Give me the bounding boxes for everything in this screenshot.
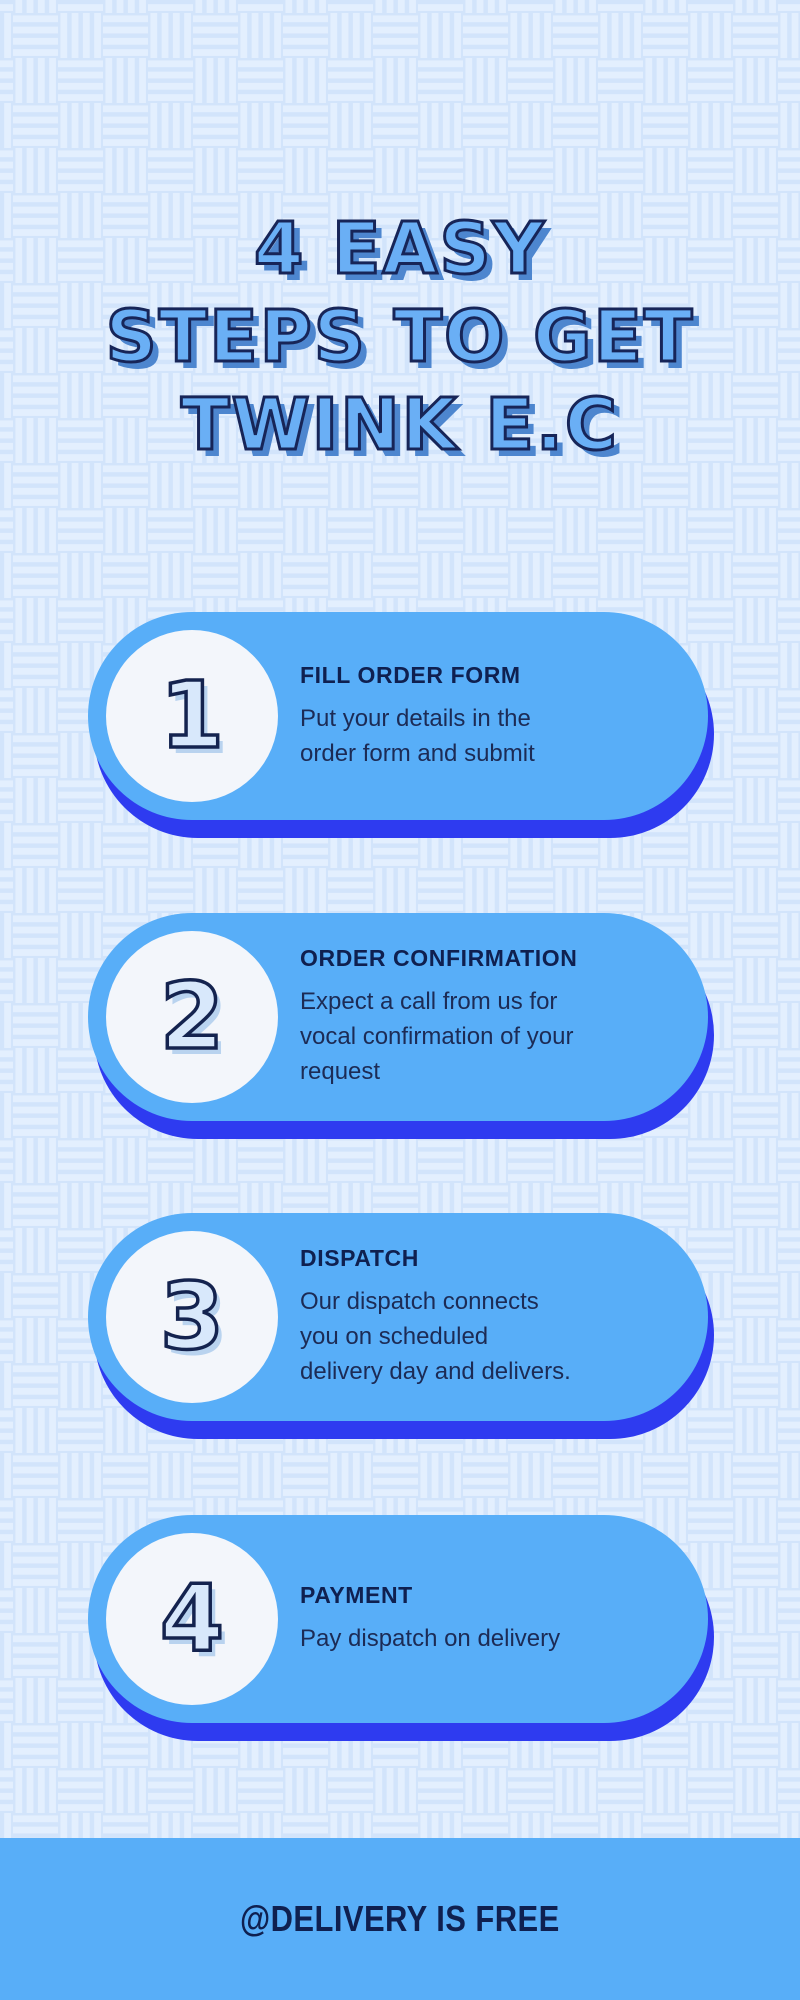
step-1-number: 1 — [158, 662, 226, 769]
step-3-description: Our dispatch connects you on scheduled d… — [300, 1288, 571, 1385]
step-4-text: PAYMENT Pay dispatch on delivery — [300, 1515, 678, 1723]
step-3-text: DISPATCH Our dispatch connects you on sc… — [300, 1213, 678, 1421]
step-4-number: 4 — [158, 1565, 226, 1672]
footer-note: @DELIVERY IS FREE — [240, 1898, 560, 1939]
footer-band: @DELIVERY IS FREE — [0, 1838, 800, 2000]
step-card-3: 3 DISPATCH Our dispatch connects you on … — [88, 1213, 708, 1421]
step-3-number-circle: 3 — [106, 1231, 278, 1403]
step-1-description: Put your details in the order form and s… — [300, 704, 535, 767]
step-4-description: Pay dispatch on delivery — [300, 1625, 561, 1652]
step-card-4: 4 PAYMENT Pay dispatch on delivery — [88, 1515, 708, 1723]
step-2-heading: ORDER CONFIRMATION — [300, 945, 578, 971]
step-card-2: 2 ORDER CONFIRMATION Expect a call from … — [88, 913, 708, 1121]
step-2-number-circle: 2 — [106, 931, 278, 1103]
step-1-heading: FILL ORDER FORM — [300, 661, 521, 688]
step-2-number: 2 — [158, 963, 226, 1070]
step-2-text: ORDER CONFIRMATION Expect a call from us… — [300, 913, 678, 1121]
step-2-description: Expect a call from us for vocal confirma… — [300, 988, 574, 1085]
step-3-number: 3 — [158, 1263, 226, 1370]
step-1-number-circle: 1 — [106, 630, 278, 802]
step-3-heading: DISPATCH — [300, 1245, 419, 1271]
step-card-1: 1 FILL ORDER FORM Put your details in th… — [88, 612, 708, 820]
step-1-text: FILL ORDER FORM Put your details in the … — [300, 612, 678, 820]
step-4-number-circle: 4 — [106, 1533, 278, 1705]
step-4-heading: PAYMENT — [300, 1582, 413, 1608]
poster-title: 4 EASY STEPS TO GET TWINK E.C — [104, 206, 695, 468]
